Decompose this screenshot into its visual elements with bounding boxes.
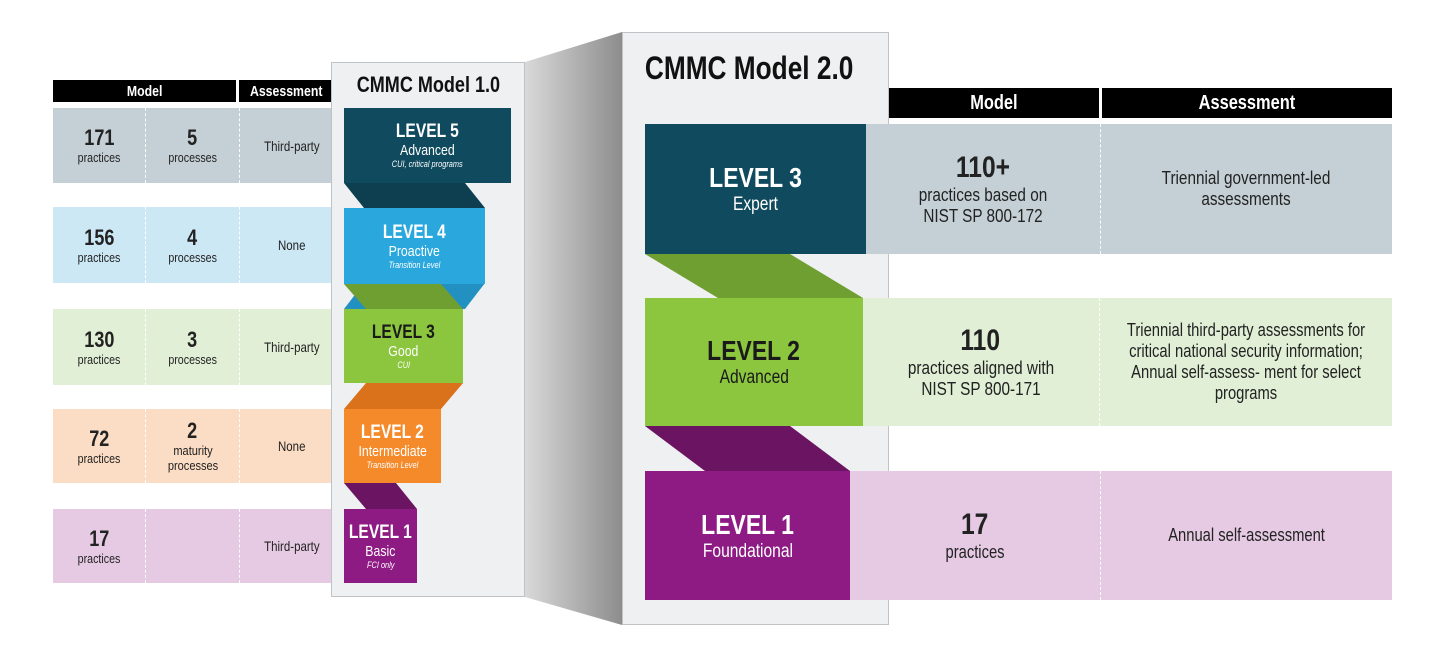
right-row-2: 110 practices aligned with NIST SP 800-1… [862, 298, 1392, 426]
model-1-title: CMMC Model 1.0 [356, 72, 500, 97]
model-1-level-2: LEVEL 2 Intermediate Transition Level [344, 409, 441, 483]
practices-cell: 72 practices [53, 409, 147, 483]
left-row-4: 72 practices 2 maturity processes None [53, 409, 343, 483]
assessment-cell: None [277, 237, 306, 253]
model-2-level-2: LEVEL 2 Advanced [645, 298, 863, 426]
model-1-level-5: LEVEL 5 Advanced CUI, critical programs [344, 108, 511, 183]
left-row-1: 171 practices 5 processes Third-party [53, 108, 343, 183]
processes-cell: 2 maturity processes [146, 409, 240, 483]
model-cell: 17 practices [850, 471, 1101, 600]
model-2-level-3: LEVEL 3 Expert [645, 124, 866, 254]
practices-cell: 171 practices [53, 108, 147, 183]
model-cell: 110+ practices based on NIST SP 800-172 [866, 124, 1101, 254]
assessment-cell: None [277, 438, 306, 454]
model-1-level-4: LEVEL 4 Proactive Transition Level [344, 208, 485, 284]
right-row-1: 110+ practices based on NIST SP 800-172 … [866, 124, 1392, 254]
assessment-cell: Annual self-assessment [1167, 525, 1325, 545]
assessment-cell: Third-party [263, 339, 320, 355]
practices-cell: 156 practices [53, 207, 147, 283]
model-1-level-3: LEVEL 3 Good CUI [344, 309, 463, 383]
assessment-cell: Third-party [263, 538, 320, 554]
right-header-assessment: Assessment [1102, 88, 1392, 118]
model-1-level-1: LEVEL 1 Basic FCI only [344, 509, 417, 583]
practices-cell: 130 practices [53, 309, 147, 385]
processes-cell: 5 processes [146, 108, 240, 183]
assessment-cell: Triennial third-party assessments for cr… [1126, 320, 1366, 403]
left-header-assessment: Assessment [239, 80, 334, 102]
processes-cell [146, 509, 240, 583]
left-row-3: 130 practices 3 processes Third-party [53, 309, 343, 385]
left-row-2: 156 practices 4 processes None [53, 207, 343, 283]
assessment-cell: Third-party [263, 137, 320, 154]
right-row-3: 17 practices Annual self-assessment [850, 471, 1392, 600]
model-2-level-1: LEVEL 1 Foundational [645, 471, 850, 600]
practices-cell: 17 practices [53, 509, 147, 583]
processes-cell: 4 processes [146, 207, 240, 283]
right-header-model: Model [889, 88, 1099, 118]
model-cell: 110 practices aligned with NIST SP 800-1… [862, 298, 1100, 426]
assessment-cell: Triennial government-led assessments [1161, 168, 1331, 209]
processes-cell: 3 processes [146, 309, 240, 385]
left-row-5: 17 practices Third-party [53, 509, 343, 583]
left-header-model: Model [53, 80, 236, 102]
model-2-title: CMMC Model 2.0 [644, 50, 854, 86]
